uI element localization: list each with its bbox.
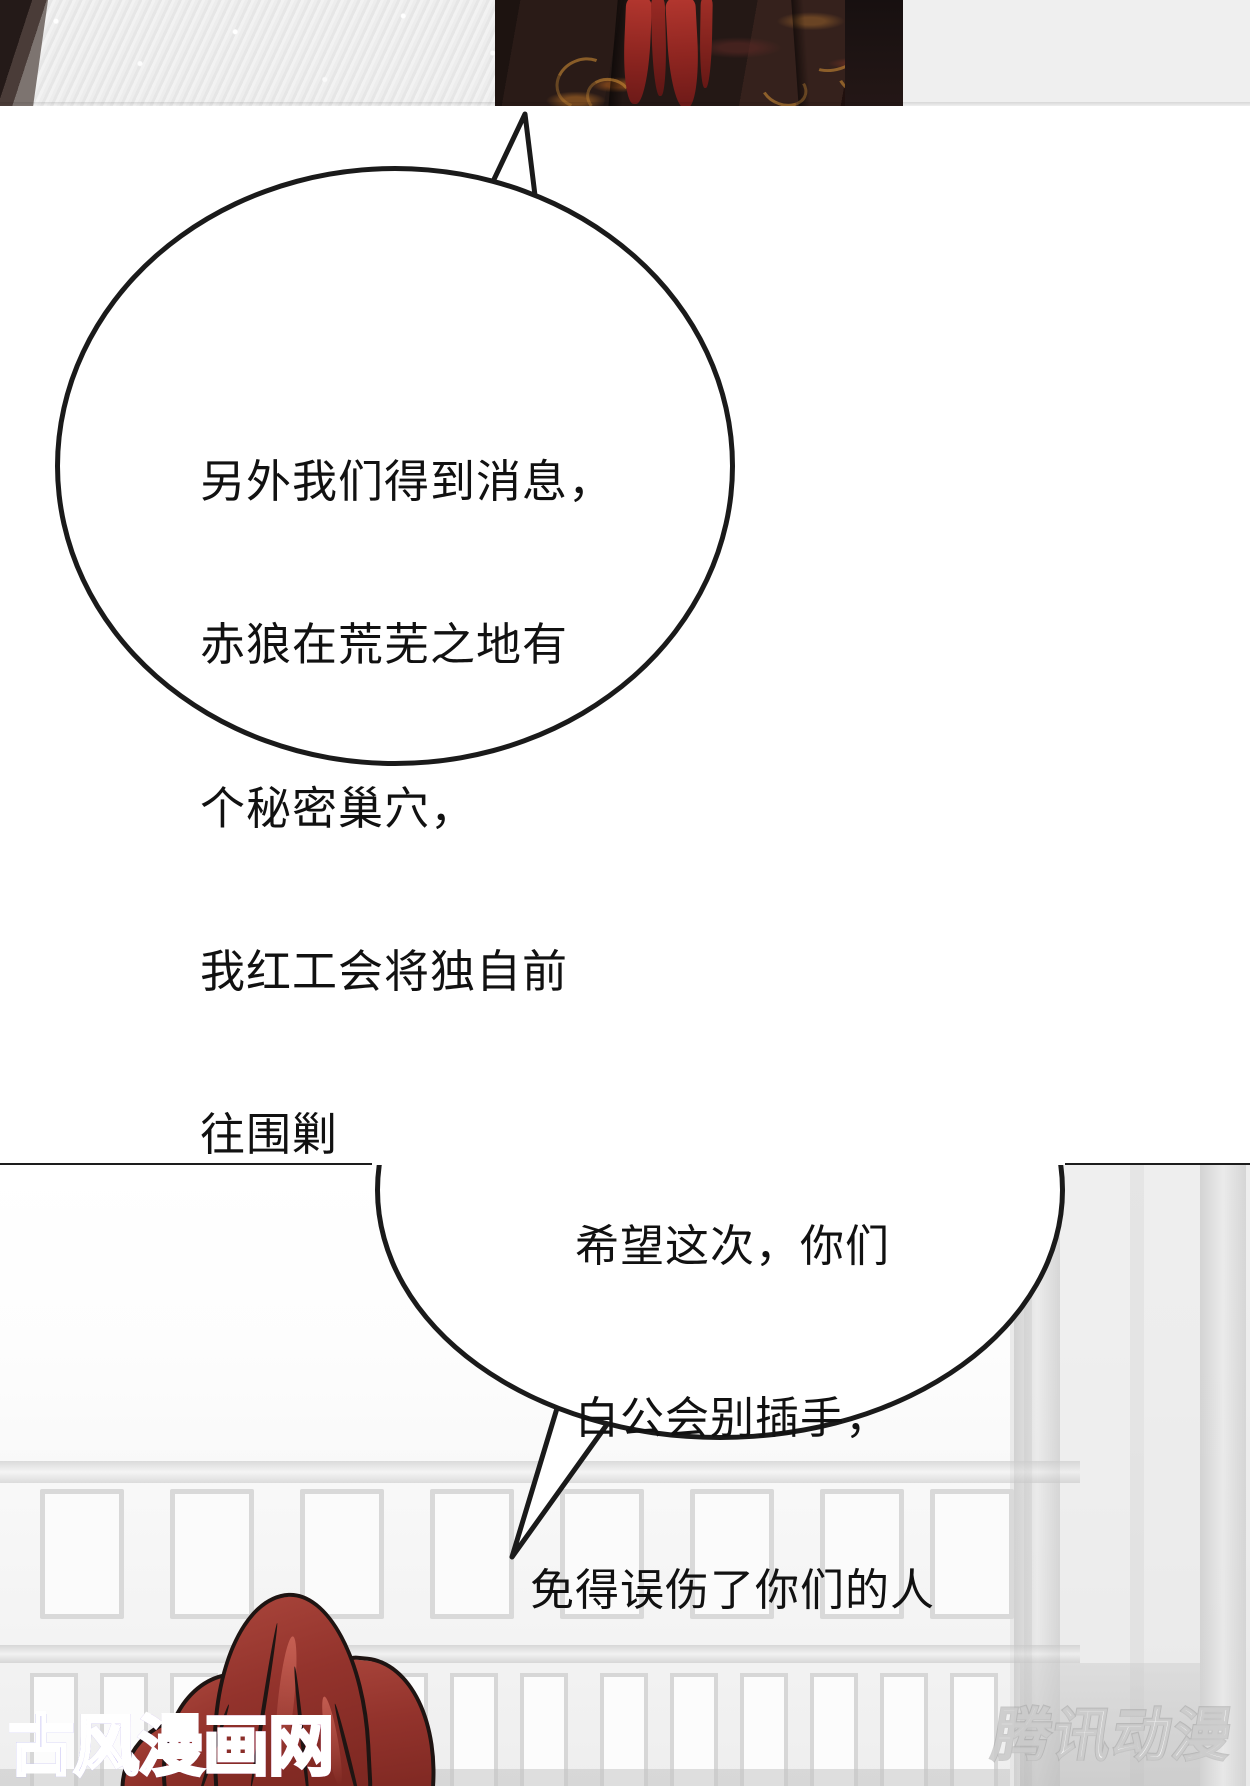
background-railing-post [30, 1673, 78, 1786]
background-window [930, 1489, 1014, 1619]
background-railing-post [450, 1673, 498, 1786]
robe-right-panel [845, 0, 903, 106]
background-railing-post [520, 1673, 568, 1786]
background-window [820, 1489, 904, 1619]
bubble-two-line: 希望这次，你们 [575, 1221, 890, 1273]
background-railing-post [950, 1673, 998, 1786]
speech-bubble-two-text: 希望这次，你们 白公会别插手， 免得误伤了你们的人 [530, 1104, 935, 1733]
bubble-one-line: 个秘密巢穴， [200, 781, 477, 835]
background-window [300, 1489, 384, 1619]
background-railing-post [740, 1673, 788, 1786]
background-window [690, 1489, 774, 1619]
bubble-two-line: 免得误伤了你们的人 [530, 1564, 935, 1616]
background-column [1200, 1165, 1246, 1786]
stone-wall-texture [0, 0, 560, 106]
bubble-two-line: 白公会别插手， [575, 1392, 890, 1444]
background-railing-post [880, 1673, 928, 1786]
panel-two: 腾讯动漫 古风漫画网 [0, 1165, 1250, 1786]
background-railing-post [810, 1673, 858, 1786]
speech-bubble-one-text: 另外我们得到消息， 赤狼在荒芜之地有 个秘密巢穴， 我红工会将独自前 往围剿 [200, 346, 614, 1165]
top-partial-panel [0, 0, 1250, 106]
bubble-one-line: 我红工会将独自前 [200, 944, 569, 998]
background-window [40, 1489, 124, 1619]
bubble-one-line: 另外我们得到消息， [200, 454, 615, 508]
panel-edge-shadow [0, 102, 1250, 106]
background-railing-post [600, 1673, 648, 1786]
panel-one: 另外我们得到消息， 赤狼在荒芜之地有 个秘密巢穴， 我红工会将独自前 往围剿 [0, 106, 1250, 1165]
background-window [170, 1489, 254, 1619]
background-window [560, 1489, 644, 1619]
background-railing-post [670, 1673, 718, 1786]
site-logo-watermark: 古风漫画网 [7, 1708, 336, 1785]
speech-bubble-one [55, 166, 735, 766]
background-plinth [1020, 1663, 1200, 1786]
bubble-one-line: 往围剿 [200, 1108, 339, 1162]
bubble-one-line: 赤狼在荒芜之地有 [200, 618, 569, 672]
